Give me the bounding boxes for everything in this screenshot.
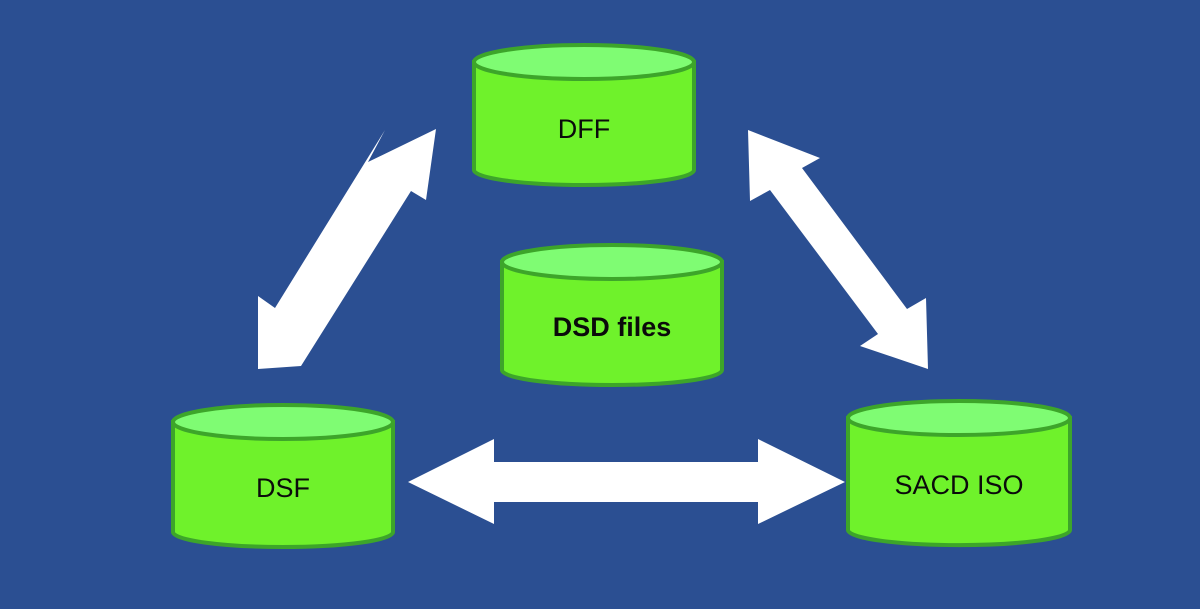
cylinder-sacd-iso: SACD ISO xyxy=(846,399,1072,548)
arrow-dsf-sacd xyxy=(408,439,845,524)
node-label-dsd-files: DSD files xyxy=(553,312,672,342)
cylinder-dsf: DSF xyxy=(171,403,395,549)
cylinder-dff: DFF xyxy=(472,43,696,187)
node-label-dsf: DSF xyxy=(256,473,310,503)
arrow-dff-sacd xyxy=(748,130,928,369)
cylinder-dsd-files: DSD files xyxy=(500,243,724,387)
node-label-sacd-iso: SACD ISO xyxy=(894,470,1023,500)
node-label-dff: DFF xyxy=(558,114,610,144)
arrow-dsf-dff xyxy=(258,129,436,369)
